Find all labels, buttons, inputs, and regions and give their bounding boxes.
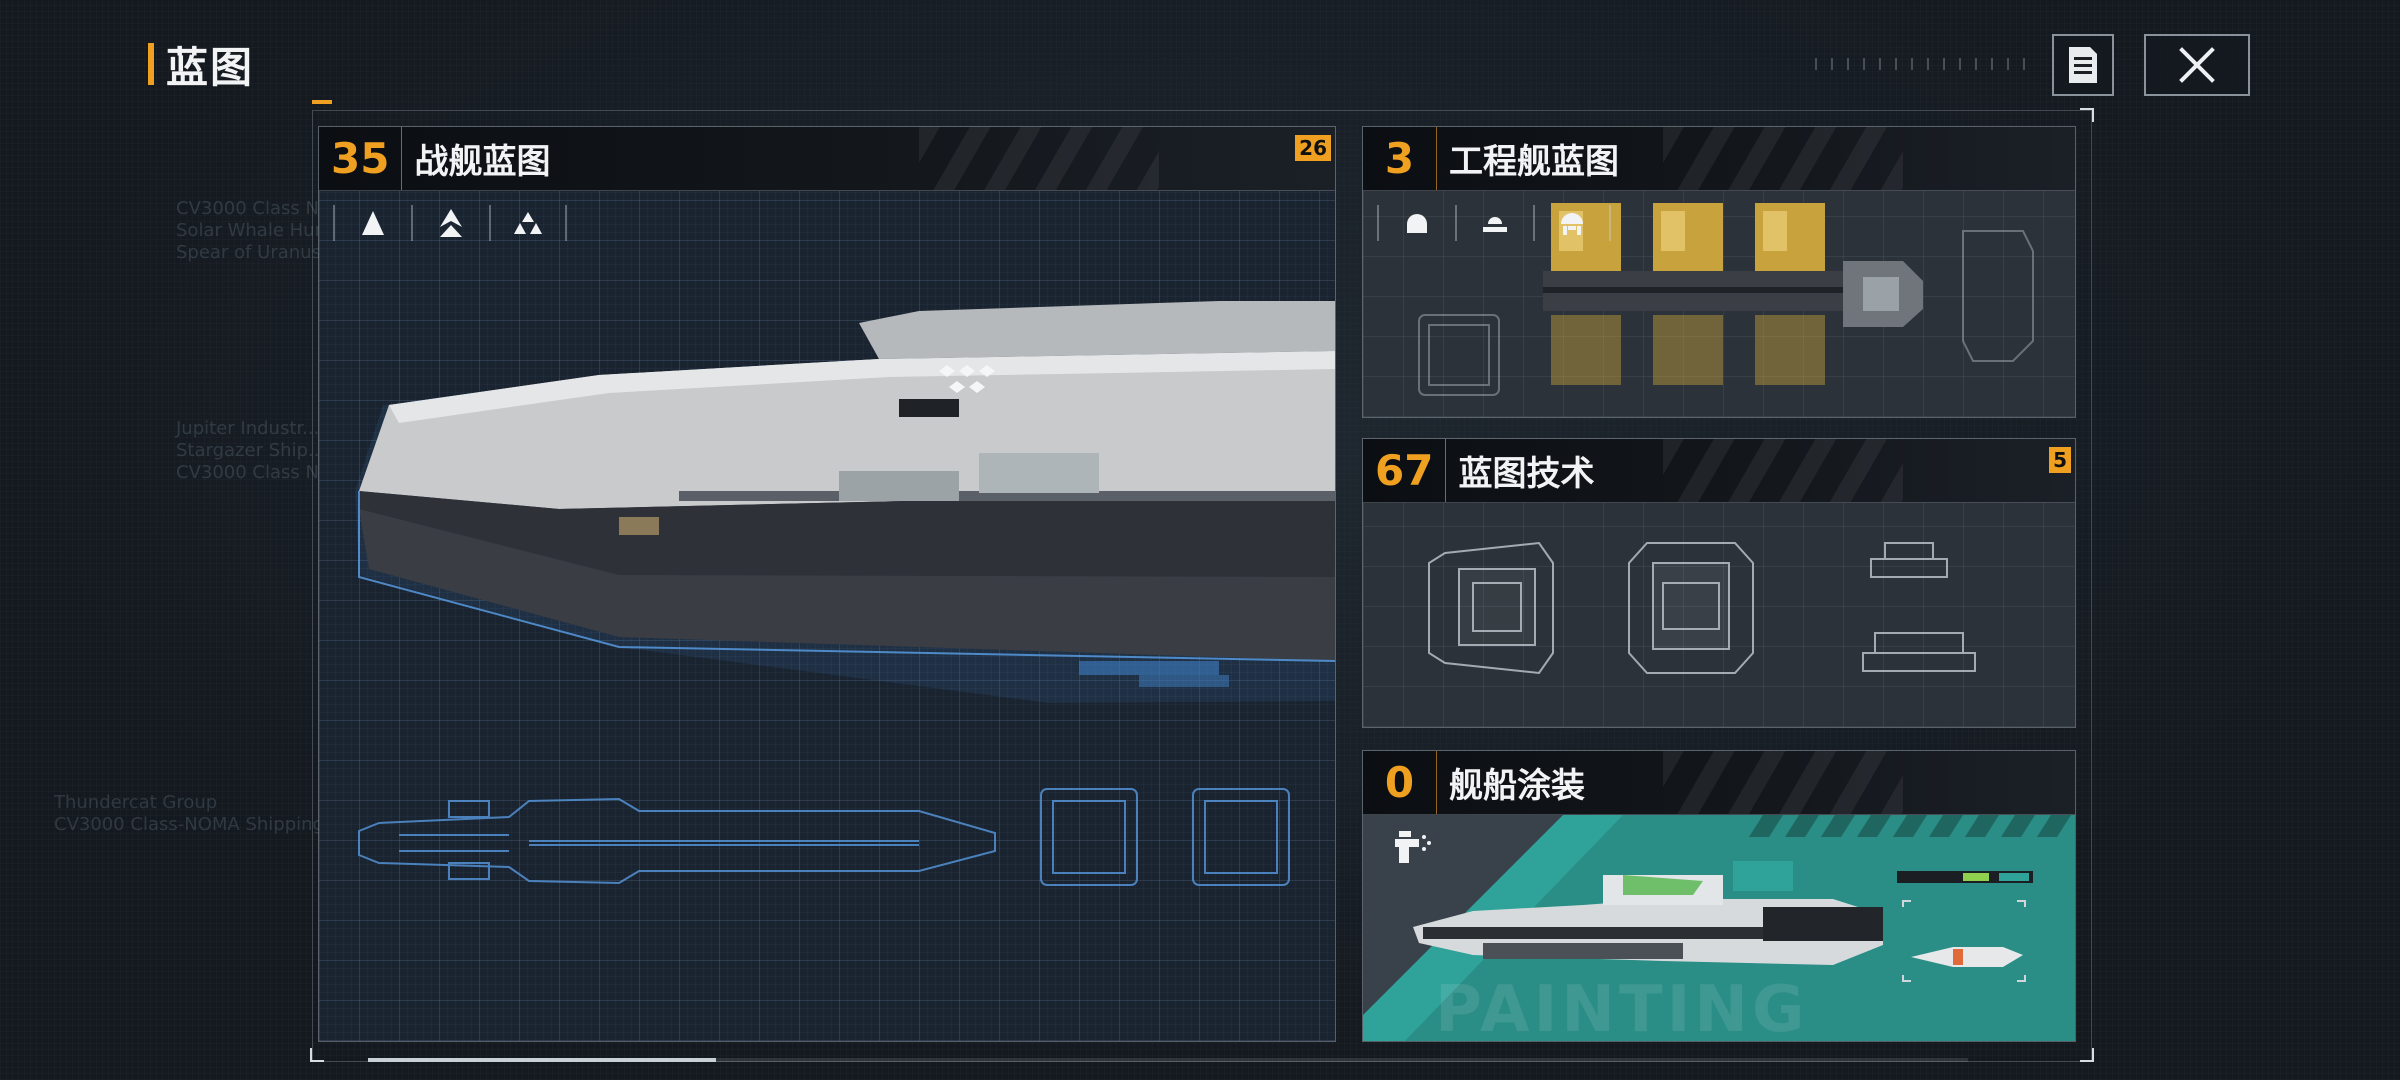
- scrollbar-thumb[interactable]: [368, 1058, 716, 1062]
- notes-button[interactable]: [2052, 34, 2114, 96]
- painting-preview: PAINTING: [1363, 815, 2075, 1041]
- blueprint-count: 3: [1363, 127, 1437, 190]
- count-value: 0: [1384, 758, 1415, 807]
- count-value: 35: [331, 134, 390, 183]
- content-frame: [312, 110, 2092, 1062]
- count-value: 67: [1375, 446, 1434, 495]
- frame-corner: [2080, 1048, 2094, 1062]
- filter-station[interactable]: [1533, 205, 1611, 241]
- card-header: 35 战舰蓝图: [319, 127, 1335, 191]
- filter-fleet[interactable]: [489, 205, 567, 241]
- header-decoration: [1815, 58, 2035, 70]
- header-stripes: [1663, 751, 1903, 814]
- filter-frigate[interactable]: [333, 205, 411, 241]
- engineering-preview: [1363, 191, 2075, 417]
- frigate-filter-icon: [361, 210, 385, 236]
- header-stripes: [919, 127, 1159, 190]
- card-title: 蓝图技术: [1458, 454, 1595, 494]
- page-title-text: 蓝图: [166, 42, 255, 92]
- warship-render: [319, 191, 1335, 1041]
- station-filter-icon: [1559, 210, 1585, 236]
- class-filters: [1377, 205, 1611, 241]
- painting-watermark: PAINTING: [1435, 973, 1809, 1042]
- title-accent-bar: [148, 43, 154, 85]
- background-text-block-3: Thundercat Group CV3000 Class-NOMA Shipp…: [54, 792, 391, 835]
- close-button[interactable]: [2144, 34, 2250, 96]
- filter-dome[interactable]: [1377, 205, 1455, 241]
- blueprint-grid: [319, 191, 1335, 1041]
- saucer-filter-icon: [1482, 212, 1508, 234]
- new-badge: 26: [1295, 135, 1331, 161]
- engineering-ship-render: [1363, 191, 2075, 417]
- tech-count: 67: [1363, 439, 1447, 502]
- engineering-blueprint-card[interactable]: 3 工程舰蓝图: [1362, 126, 2076, 418]
- painting-background: [1363, 815, 2075, 1041]
- new-badge: 5: [2049, 447, 2071, 473]
- close-icon: [2177, 45, 2217, 85]
- filter-saucer[interactable]: [1455, 205, 1533, 241]
- dome-filter-icon: [1405, 212, 1429, 234]
- card-title: 舰船涂装: [1449, 766, 1585, 806]
- card-header: 3 工程舰蓝图: [1363, 127, 2075, 191]
- spray-paint-icon: [1393, 827, 1433, 865]
- card-header: 0 舰船涂装: [1363, 751, 2075, 815]
- page-title: 蓝图: [148, 40, 254, 92]
- ship-painting-card[interactable]: 0 舰船涂装: [1362, 750, 2076, 1042]
- blueprint-tech-card[interactable]: 67 蓝图技术 5: [1362, 438, 2076, 728]
- frame-accent: [312, 100, 332, 104]
- battleship-blueprint-card[interactable]: 35 战舰蓝图 26: [318, 126, 1336, 1042]
- painting-count: 0: [1363, 751, 1437, 814]
- card-title: 战舰蓝图: [414, 142, 551, 182]
- fleet-filter-icon: [513, 211, 543, 235]
- blueprint-count: 35: [319, 127, 403, 190]
- header-stripes: [1663, 439, 1903, 502]
- filter-destroyer[interactable]: [411, 205, 489, 241]
- frame-corner: [2080, 108, 2094, 122]
- scrollbar-track[interactable]: [368, 1058, 1968, 1062]
- class-filters: [333, 205, 567, 241]
- header-stripes: [1663, 127, 1903, 190]
- tech-module-render: [1363, 503, 2075, 727]
- card-title: 工程舰蓝图: [1449, 142, 1619, 182]
- card-header: 67 蓝图技术: [1363, 439, 2075, 503]
- count-value: 3: [1384, 134, 1415, 183]
- tech-preview: [1363, 503, 2075, 727]
- frame-corner: [310, 1048, 324, 1062]
- background-text-block-1: CV3000 Class Ne... Solar Whale Hunte... …: [176, 198, 362, 263]
- destroyer-filter-icon: [438, 208, 464, 238]
- notes-icon: [2066, 45, 2100, 85]
- background-text-block-2: Jupiter Industr... Stargazer Ship... CV3…: [176, 418, 337, 483]
